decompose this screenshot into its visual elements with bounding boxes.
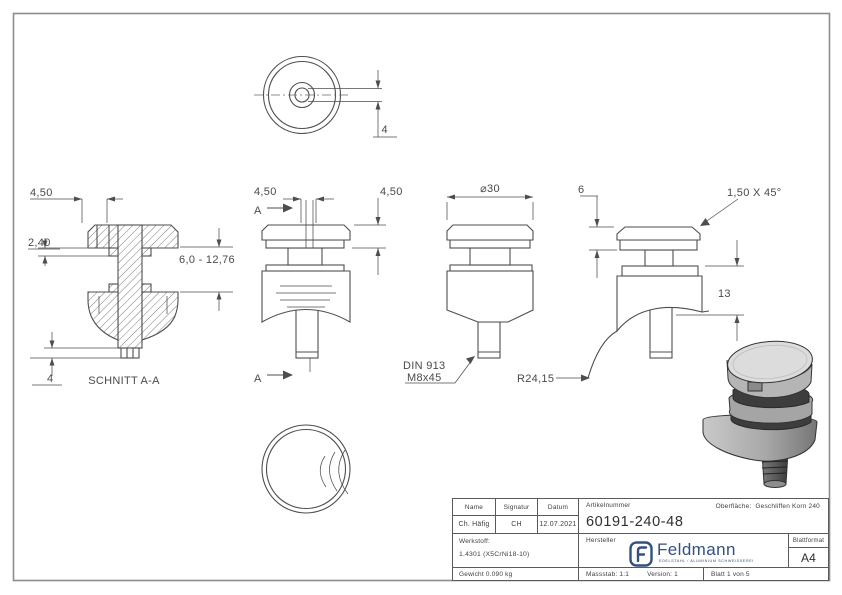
dim-diameter: ⌀30 xyxy=(480,183,500,195)
section-body-right xyxy=(141,291,179,341)
section-stem xyxy=(117,224,143,349)
view-front-cut: A A 4,50 4,50 xyxy=(254,186,403,385)
render-tab xyxy=(747,381,763,392)
stud xyxy=(295,304,319,359)
body xyxy=(261,270,351,323)
view-bottom xyxy=(261,424,351,514)
material-value: 1.4301 (X5CrNi18-10) xyxy=(459,551,530,558)
title-block: Name Signatur Datum Artikelnummer Oberfl… xyxy=(452,498,829,581)
dim-section-450: 4,50 xyxy=(30,187,53,199)
dim-side-13: 13 xyxy=(718,288,731,300)
chamfer-note: 1,50 X 45° xyxy=(727,187,782,199)
date-value: 12.07.2021 xyxy=(538,516,579,534)
disc xyxy=(446,224,534,241)
feldmann-logo: Feldmann EDELSTAHL / ALUMINIUM SCHWEISSE… xyxy=(629,541,754,567)
view-section: 4,50 2,40 6,0 - 12,76 4 SCHNITT A-A xyxy=(28,187,235,387)
thread-note-1: DIN 913 xyxy=(403,360,445,372)
section-body-left xyxy=(87,291,119,341)
scale-value: Massstab: 1:1 xyxy=(586,570,630,578)
disc xyxy=(616,226,701,241)
format-value: A4 xyxy=(800,550,817,565)
logo-text: Feldmann xyxy=(657,540,736,559)
surface-label: Oberfläche: xyxy=(715,503,752,510)
section-stud-cap xyxy=(120,347,140,359)
scale-cell: Massstab: 1:1 Version: 1 xyxy=(579,568,704,580)
material-cell: Werkstoff: 1.4301 (X5CrNi18-10) xyxy=(453,534,579,568)
article-cell: Artikelnummer Oberfläche: Geschliffen Ko… xyxy=(579,499,828,534)
thread-note-2: M8x45 xyxy=(407,372,442,384)
view-side: 6 1,50 X 45° 13 xyxy=(578,184,782,379)
manufacturer-label: Hersteller xyxy=(586,537,616,544)
view-front: ⌀30 DIN 913 M8x45 R24,15 xyxy=(403,183,590,385)
cut-label-bottom: A xyxy=(254,373,262,385)
name-label: Name xyxy=(453,499,496,516)
surface-value: Geschliffen Korn 240 xyxy=(755,503,820,510)
stud xyxy=(649,305,673,359)
section-label: SCHNITT A-A xyxy=(88,375,160,387)
feldmann-logo-icon xyxy=(629,541,653,567)
dim-section-4: 4 xyxy=(47,373,53,385)
dim-top-4: 4 xyxy=(382,124,388,136)
dim-section-240: 2,40 xyxy=(28,237,51,249)
dim-side-6: 6 xyxy=(578,184,584,196)
sheet-number-cell: Blatt 1 von 5 xyxy=(711,570,750,578)
weight-cell: Gewicht 0.090 kg xyxy=(453,568,579,580)
dim-section-range: 6,0 - 12,76 xyxy=(179,254,235,266)
version-value: Version: 1 xyxy=(647,570,678,578)
date-label: Datum xyxy=(538,499,579,516)
glass-arc xyxy=(587,330,618,379)
sheet-format-cell: Blattformat A4 xyxy=(789,534,828,568)
manufacturer-cell: Hersteller Feldmann EDELSTAHL / ALUMINIU… xyxy=(579,534,789,568)
section-disc-right xyxy=(141,224,179,249)
dim-frontcut-450: 4,50 xyxy=(254,186,277,198)
radius-note: R24,15 xyxy=(517,373,554,385)
view-top: 4 xyxy=(254,55,397,138)
article-label: Artikelnummer xyxy=(586,502,631,509)
signature-label: Signatur xyxy=(496,499,538,516)
signature-value: CH xyxy=(496,516,538,534)
render-disc-top xyxy=(727,340,813,384)
format-label: Blattformat xyxy=(789,534,828,548)
name-value: Ch. Häfig xyxy=(453,516,496,534)
logo-tagline: EDELSTAHL / ALUMINIUM SCHWEISSEREI xyxy=(659,558,754,563)
cut-label-top: A xyxy=(254,205,262,217)
article-number: 60191-240-48 xyxy=(586,514,684,530)
dim-frontcut-height: 4,50 xyxy=(380,186,403,198)
stud xyxy=(477,321,501,359)
body xyxy=(616,275,703,333)
material-label: Werkstoff: xyxy=(459,538,491,545)
part-3d-render xyxy=(702,340,818,488)
section-disc-left xyxy=(87,224,119,249)
drawing-frame xyxy=(12,12,831,582)
body xyxy=(446,270,534,323)
